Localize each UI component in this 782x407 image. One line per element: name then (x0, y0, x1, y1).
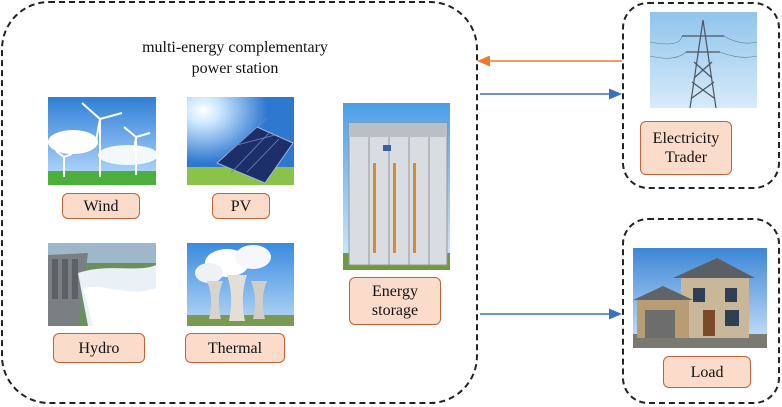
station-title-line2: power station (191, 60, 279, 77)
power-station-container (1, 1, 478, 404)
electricity-trader-label: Electricity Trader (640, 121, 732, 175)
station-to-trader-arrow (480, 88, 622, 100)
wind-label: Wind (62, 193, 140, 219)
station-to-load-arrow (480, 308, 622, 320)
trader-to-station-arrow (477, 55, 622, 67)
station-title-line1: multi-energy complementary (142, 39, 328, 56)
thermal-label: Thermal (185, 333, 285, 363)
pv-label: PV (212, 193, 270, 219)
energy-storage-label-line1: Energy (372, 283, 418, 300)
energy-storage-cabinet-image (343, 103, 450, 270)
electricity-trader-label-line2: Trader (664, 149, 708, 166)
house-load-image (633, 248, 767, 348)
energy-storage-label: Energy storage (349, 277, 441, 325)
solar-panel-image (187, 97, 294, 185)
load-container (622, 218, 780, 404)
thermal-plant-image (187, 243, 294, 326)
electricity-trader-label-line1: Electricity (652, 130, 720, 147)
hydro-label: Hydro (53, 333, 145, 363)
hydro-dam-image (48, 243, 156, 326)
energy-storage-label-line2: storage (371, 302, 419, 319)
transmission-tower-image (650, 12, 757, 108)
electricity-trader-container (622, 2, 780, 189)
load-label: Load (663, 356, 751, 388)
station-title: multi-energy complementary power station (100, 37, 370, 79)
wind-turbine-image (48, 97, 156, 185)
